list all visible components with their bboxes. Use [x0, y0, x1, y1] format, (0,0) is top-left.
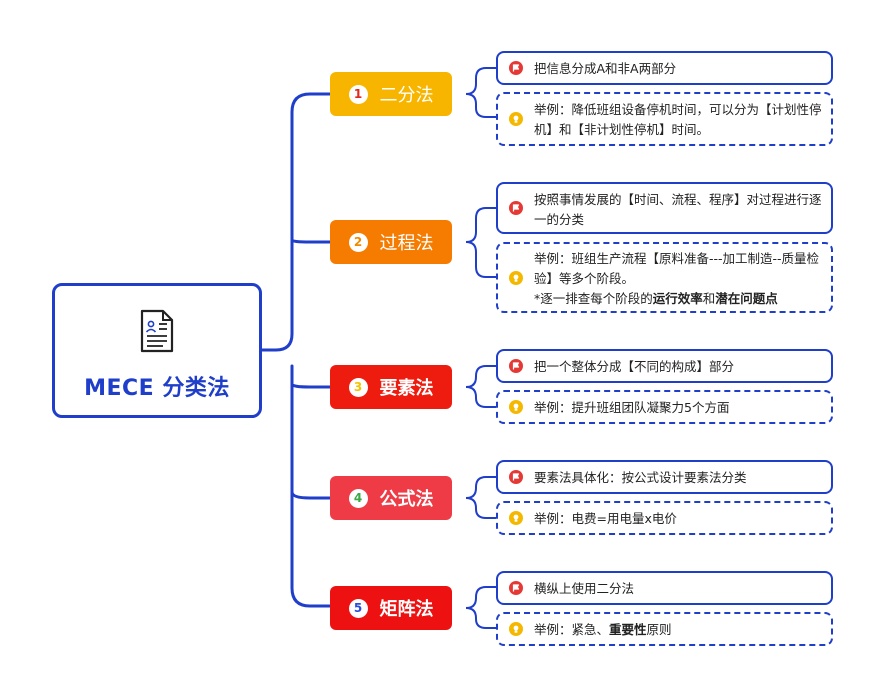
flag-icon: [509, 201, 523, 215]
lightbulb-icon: [509, 270, 523, 285]
root-node[interactable]: MECE 分类法: [52, 283, 262, 418]
root-trunk-connector: [260, 92, 332, 608]
method-label-2: 过程法: [379, 233, 434, 254]
brace-5: [465, 586, 496, 629]
example-prefix-5: 举例：紧急、: [534, 622, 610, 637]
example-card-1[interactable]: 举例：降低班组设备停机时间，可以分为【计划性停机】和【非计划性停机】时间。: [496, 92, 833, 146]
number-badge-4: 4: [348, 488, 368, 508]
example-suffix-5: 原则: [646, 622, 672, 637]
root-title: MECE 分类法: [84, 376, 230, 401]
document-icon: [140, 309, 174, 353]
definition-card-2[interactable]: 按照事情发展的【时间、流程、程序】对过程进行逐一的分类: [496, 182, 833, 234]
definition-card-1[interactable]: 把信息分成A和非A两部分: [496, 51, 833, 85]
number-badge-5: 5: [348, 598, 368, 618]
brace-3: [465, 365, 496, 408]
number-badge-3: 3: [348, 377, 368, 397]
method-label-5: 矩阵法: [379, 599, 434, 620]
flag-icon: [509, 470, 523, 484]
definition-text-5: 横纵上使用二分法: [534, 581, 635, 596]
definition-card-5[interactable]: 横纵上使用二分法: [496, 571, 833, 605]
lightbulb-icon: [509, 511, 523, 525]
method-label-1: 二分法: [379, 85, 434, 106]
brace-4: [465, 476, 496, 519]
flag-icon: [509, 581, 523, 595]
number-badge-2: 2: [348, 232, 368, 252]
example-text-2: 举例：班组生产流程【原料准备---加工制造--质量检验】等多个阶段。: [534, 251, 820, 286]
lightbulb-icon: [509, 112, 523, 126]
lightbulb-icon: [509, 400, 523, 414]
number-badge-1: 1: [348, 84, 368, 104]
method-node-3[interactable]: 3 要素法: [330, 365, 452, 409]
method-node-4[interactable]: 4 公式法: [330, 476, 452, 520]
definition-card-4[interactable]: 要素法具体化：按公式设计要素法分类: [496, 460, 833, 494]
method-node-5[interactable]: 5 矩阵法: [330, 586, 452, 630]
note-bold-efficiency: 运行效率: [652, 291, 703, 306]
example-card-2[interactable]: 举例：班组生产流程【原料准备---加工制造--质量检验】等多个阶段。 *逐一排查…: [496, 242, 833, 313]
method-node-1[interactable]: 1 二分法: [330, 72, 452, 116]
brace-2: [465, 207, 496, 278]
example-card-3[interactable]: 举例：提升班组团队凝聚力5个方面: [496, 390, 833, 424]
example-card-4[interactable]: 举例：电费=用电量x电价: [496, 501, 833, 535]
flag-icon: [509, 61, 523, 75]
example-text-4: 举例：电费=用电量x电价: [534, 511, 677, 526]
method-label-4: 公式法: [379, 489, 434, 510]
flag-icon: [509, 359, 523, 373]
definition-text-3: 把一个整体分成【不同的构成】部分: [534, 359, 735, 374]
method-label-3: 要素法: [379, 378, 434, 399]
example-text-1: 举例：降低班组设备停机时间，可以分为【计划性停机】和【非计划性停机】时间。: [534, 102, 822, 137]
note-bold-issues: 潜在问题点: [715, 291, 778, 306]
brace-1: [465, 67, 496, 118]
lightbulb-icon: [509, 622, 523, 636]
definition-card-3[interactable]: 把一个整体分成【不同的构成】部分: [496, 349, 833, 383]
method-node-2[interactable]: 2 过程法: [330, 220, 452, 264]
note-mid: 和: [702, 291, 716, 306]
definition-text-2: 按照事情发展的【时间、流程、程序】对过程进行逐一的分类: [534, 192, 822, 227]
note-prefix: *逐一排查每个阶段的: [534, 291, 653, 306]
example-bold-5: 重要性: [609, 622, 647, 637]
definition-text-4: 要素法具体化：按公式设计要素法分类: [534, 470, 747, 485]
example-text-3: 举例：提升班组团队凝聚力5个方面: [534, 400, 730, 415]
example-card-5[interactable]: 举例：紧急、重要性原则: [496, 612, 833, 646]
definition-text-1: 把信息分成A和非A两部分: [534, 61, 677, 76]
